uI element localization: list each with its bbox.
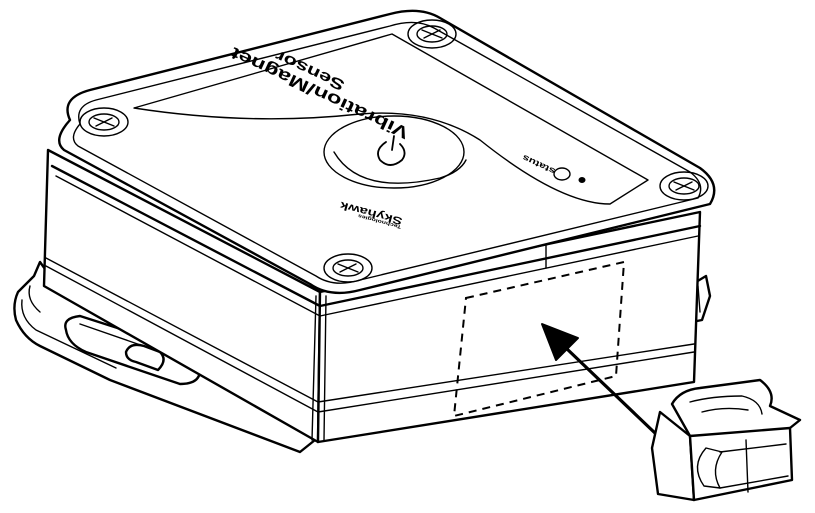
corner-screw-front bbox=[323, 253, 373, 283]
mounting-area-dashed-outline bbox=[452, 260, 626, 418]
corner-screw-left bbox=[79, 107, 129, 137]
mounting-clip-icon bbox=[650, 378, 802, 502]
status-led bbox=[553, 167, 586, 183]
corner-screw-top bbox=[407, 19, 457, 49]
corner-screw-right bbox=[659, 171, 709, 201]
enclosure-lid bbox=[58, 9, 716, 295]
placement-arrow-icon bbox=[541, 323, 658, 436]
power-button-icon bbox=[377, 135, 406, 166]
